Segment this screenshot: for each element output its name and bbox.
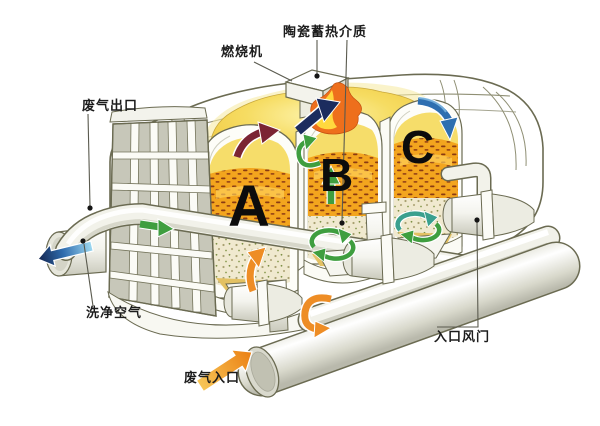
arrow-up-orange-chamber-a [245, 246, 267, 293]
arrow-down-blue-chamber-c [417, 96, 459, 142]
label-ceramic-media: 陶瓷蓄热介质 [283, 24, 368, 39]
label-exhaust-outlet: 废气出口 [82, 98, 139, 113]
mid-header-pipe [297, 225, 561, 333]
arrow-hot-gas-maroon [232, 121, 282, 159]
leader-burner [253, 61, 293, 82]
arrow-cycle-teal-chamber-c [394, 210, 443, 245]
leader-ceramic-long [341, 39, 348, 222]
arrow-clean-air-out-blue [37, 240, 94, 268]
chamber-c-letter: C [401, 121, 435, 173]
leader-clean-air [83, 243, 94, 307]
leader-inlet-damper [437, 221, 479, 328]
leader-lines [83, 39, 479, 328]
label-burner: 燃烧机 [221, 44, 264, 59]
inlet-pipe [237, 241, 581, 398]
leader-exhaust-outlet [87, 113, 91, 207]
chamber-a-letter: A [228, 174, 270, 239]
damper-valve-c-inlet-damper [442, 189, 535, 241]
arrow-up-green-chamber-b [321, 164, 341, 204]
arrow-waste-gas-in-orange [195, 349, 253, 393]
label-exhaust-inlet: 废气入口 [184, 370, 241, 385]
arrow-rise-green-hook [295, 133, 322, 169]
inlet-pipe-mouth [244, 346, 280, 398]
chamber-b-letter: B [320, 149, 354, 201]
damper-valve-a [223, 279, 303, 327]
arrow-right-green-outlet-pipe [139, 218, 176, 238]
label-clean-air: 洗净空气 [86, 305, 143, 320]
arrow-to-burner-navy [294, 97, 341, 136]
label-inlet-damper: 入口风门 [434, 329, 491, 344]
leader-dots [80, 73, 480, 244]
arrow-cycle-green-chamber-b [308, 226, 357, 263]
damper-valve-b [342, 233, 435, 285]
right-drop-pipe [440, 162, 492, 218]
arrow-curl-orange-inlet [299, 292, 333, 339]
